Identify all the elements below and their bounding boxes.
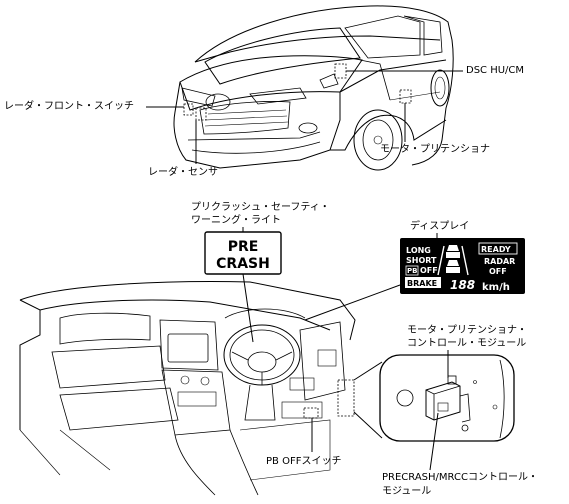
display-off-right: OFF — [489, 267, 507, 276]
label-pb-off-switch: PB OFFスイッチ — [266, 456, 342, 467]
display-pb: PB — [407, 267, 417, 275]
display-digits: 188 — [450, 278, 475, 292]
display-short: SHORT — [406, 256, 437, 265]
display-ready: READY — [481, 245, 511, 254]
label-precrash-warning-light-line1: プリクラッシュ・セーフティ・ — [191, 202, 330, 213]
label-precrash-mrcc-line2: モジュール — [382, 486, 432, 497]
label-precrash-warning-light-line2: ワーニング・ライト — [191, 215, 281, 226]
display-radar: RADAR — [484, 257, 515, 266]
label-motor-pretensioner-cm-line1: モータ・プリテンショナ・ — [407, 325, 527, 336]
display-long: LONG — [406, 246, 431, 255]
label-radar-sensor: レーダ・センサ — [148, 167, 218, 178]
label-precrash-mrcc-line1: PRECRASH/MRCCコントロール・ — [382, 472, 538, 483]
warning-light-line2: CRASH — [216, 256, 270, 272]
display-unit: km/h — [482, 282, 510, 293]
label-motor-pretensioner-cm-line2: コントロール・モジュール — [407, 338, 527, 349]
display-panel: LONG SHORT PB OFF BRAKE READY RADAR OFF … — [400, 238, 525, 294]
label-motor-pretensioner: モータ・プリテンショナ — [380, 144, 490, 155]
display-off-left: OFF — [420, 266, 438, 275]
leader-precrash-mrcc — [429, 412, 439, 471]
module-detail-callout — [353, 354, 515, 442]
label-radar-front-switch: レーダ・フロント・スイッチ — [4, 101, 134, 112]
display-brake: BRAKE — [407, 279, 437, 288]
warning-light-line1: PRE — [228, 239, 259, 255]
dashboard-illustration — [19, 281, 356, 496]
label-dsc-hu-cm: DSC HU/CM — [466, 65, 525, 76]
car-illustration — [173, 5, 454, 171]
label-display: ディスプレイ — [410, 221, 470, 232]
precrash-warning-light-graphic: PRE CRASH — [204, 231, 282, 275]
